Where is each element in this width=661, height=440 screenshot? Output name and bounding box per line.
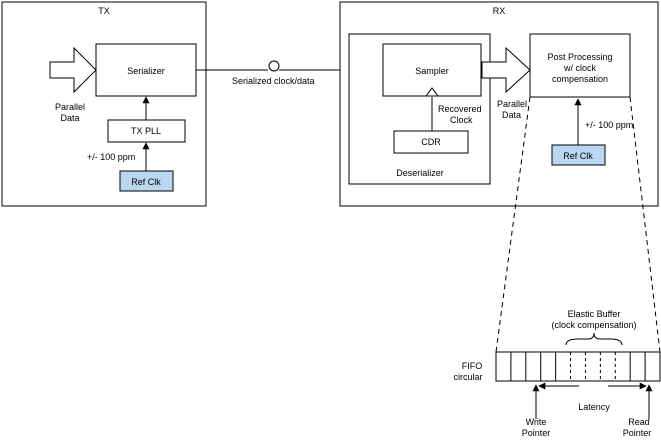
- deserializer-label: Deserializer: [396, 168, 444, 178]
- recovered-label-2: Clock: [450, 115, 473, 125]
- tx-parallel-label-1: Parallel: [55, 102, 85, 112]
- zoom-line-right: [629, 96, 661, 353]
- write-pointer-label-1: Write: [526, 417, 547, 427]
- rx-parallel-data-arrow: [481, 46, 531, 94]
- rx-parallel-label-1: Parallel: [497, 99, 527, 109]
- sampler-clock-input: [425, 87, 439, 97]
- serializer-label: Serializer: [127, 66, 165, 76]
- rx-title: RX: [493, 6, 506, 16]
- tx-ppm-label: +/- 100 ppm: [87, 152, 135, 162]
- elastic-label-1: Elastic Buffer: [568, 309, 621, 319]
- cdr-block: [393, 130, 469, 154]
- latency-label: Latency: [578, 402, 610, 412]
- rx-ppm-label: +/- 100 ppm: [585, 120, 633, 130]
- recovered-label-1: Recovered: [438, 104, 482, 114]
- fifo-label-2: circular: [453, 372, 482, 382]
- post-processing-block: [529, 33, 631, 98]
- read-pointer-label-1: Read: [628, 417, 650, 427]
- post-label-1: Post Processing: [547, 52, 612, 62]
- serial-link-label: Serialized clock/data: [232, 76, 315, 86]
- post-label-2: w/ clock: [563, 63, 597, 73]
- tx-parallel-label-2: Data: [60, 113, 79, 123]
- elastic-label-2: (clock compensation): [551, 320, 636, 330]
- elastic-brace: [565, 332, 623, 346]
- write-pointer-label-2: Pointer: [522, 428, 551, 438]
- post-label-3: compensation: [552, 74, 608, 84]
- zoom-line-left: [495, 96, 531, 353]
- rx-refclk-label: Ref Clk: [563, 151, 593, 161]
- serial-link-node: [268, 60, 280, 72]
- read-pointer-label-2: Pointer: [623, 428, 652, 438]
- tx-block: [1, 1, 207, 207]
- tx-title: TX: [98, 6, 110, 16]
- sampler-label: Sampler: [415, 66, 449, 76]
- fifo-label-1: FIFO: [462, 361, 483, 371]
- fifo-outline: [495, 351, 661, 382]
- fifo-buffer: [495, 351, 661, 382]
- tx-parallel-data-arrow: [49, 46, 97, 94]
- serializer-block: [95, 43, 197, 97]
- tx-refclk-label: Ref Clk: [131, 177, 161, 187]
- tx-pll-label: TX PLL: [131, 126, 161, 136]
- cdr-label: CDR: [421, 137, 441, 147]
- rx-parallel-label-2: Data: [502, 110, 521, 120]
